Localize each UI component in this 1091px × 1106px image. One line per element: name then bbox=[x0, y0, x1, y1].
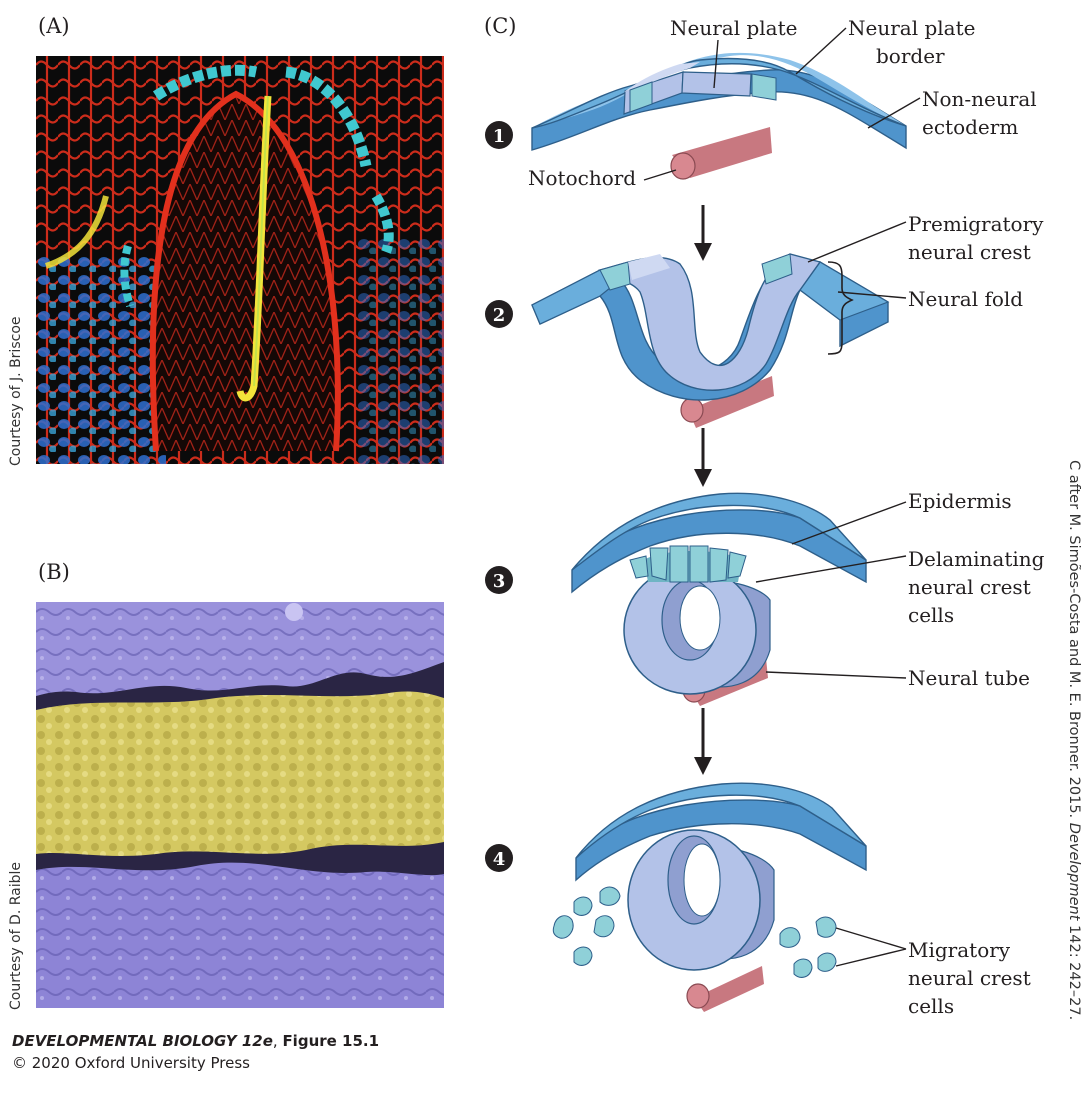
label-premigratory-line1: Premigratory bbox=[908, 212, 1044, 236]
label-notochord: Notochord bbox=[528, 166, 636, 190]
label-non-neural-line1: Non-neural bbox=[922, 87, 1037, 111]
copyright: © 2020 Oxford University Press bbox=[12, 1054, 250, 1072]
label-neural-plate: Neural plate bbox=[670, 16, 797, 40]
photo-a-fluorescent-section bbox=[36, 56, 444, 464]
label-neural-tube: Neural tube bbox=[908, 666, 1030, 690]
step-3-neural-tube bbox=[571, 492, 867, 706]
label-neural-plate-border-line1: Neural plate bbox=[848, 16, 975, 40]
label-epidermis: Epidermis bbox=[908, 489, 1012, 513]
label-neural-plate-border-line2: border bbox=[876, 44, 945, 68]
step-1-neural-plate bbox=[531, 52, 907, 180]
photo-b-sem-image bbox=[36, 602, 444, 1008]
neural-fold-bracket bbox=[827, 261, 854, 355]
label-migratory-line2: neural crest bbox=[908, 966, 1031, 990]
label-migratory-line1: Migratory bbox=[908, 938, 1011, 962]
label-premigratory-line2: neural crest bbox=[908, 240, 1031, 264]
label-migratory-line3: cells bbox=[908, 994, 954, 1018]
footer-separator: , bbox=[272, 1032, 283, 1050]
book-title: DEVELOPMENTAL BIOLOGY 12e bbox=[12, 1032, 273, 1050]
figure-footer: DEVELOPMENTAL BIOLOGY 12e, Figure 15.1 ©… bbox=[12, 1030, 379, 1074]
label-non-neural-line2: ectoderm bbox=[922, 115, 1018, 139]
step-4-neural-tube bbox=[552, 782, 867, 1012]
leader-lines bbox=[643, 27, 921, 967]
panel-a-letter: (A) bbox=[38, 14, 70, 38]
panel-c-letter: (C) bbox=[484, 14, 517, 38]
step-4-badge: 4 bbox=[485, 844, 513, 872]
svg-text:2: 2 bbox=[493, 305, 506, 326]
svg-text:3: 3 bbox=[493, 571, 506, 592]
step-2-badge: 2 bbox=[485, 300, 513, 328]
label-delaminating-line2: neural crest bbox=[908, 575, 1031, 599]
step-2-neural-folds bbox=[531, 253, 890, 428]
step-3-badge: 3 bbox=[485, 566, 513, 594]
panel-b-letter: (B) bbox=[38, 560, 70, 584]
label-neural-fold: Neural fold bbox=[908, 287, 1023, 311]
step-1-badge: 1 bbox=[485, 121, 513, 149]
svg-text:4: 4 bbox=[493, 849, 506, 870]
svg-text:1: 1 bbox=[493, 126, 506, 147]
label-delaminating-line1: Delaminating bbox=[908, 547, 1045, 571]
label-delaminating-line3: cells bbox=[908, 603, 954, 627]
figure-number: Figure 15.1 bbox=[282, 1032, 380, 1050]
